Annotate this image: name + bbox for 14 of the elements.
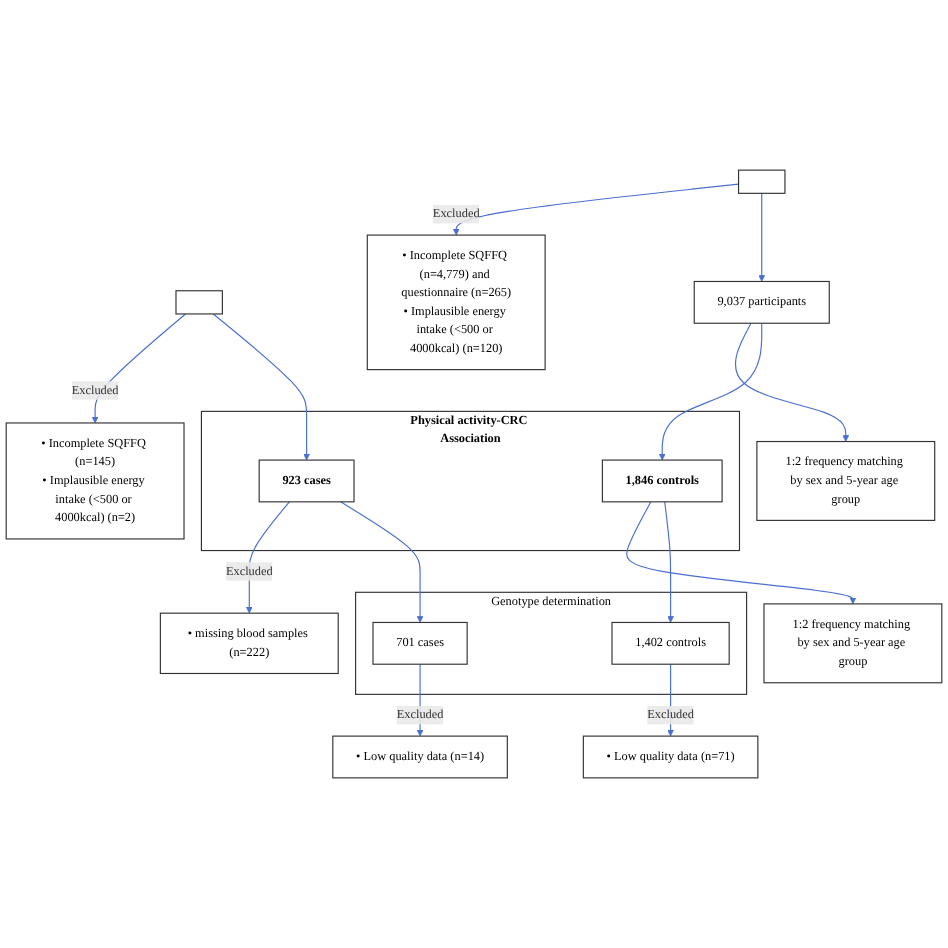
arrow (452, 183, 740, 236)
arrow (416, 663, 424, 737)
arrow (212, 313, 310, 461)
arrow (245, 501, 290, 614)
arrow (667, 663, 674, 737)
node-box (175, 290, 223, 315)
node-box (737, 169, 786, 194)
arrow (664, 501, 674, 623)
arrow (626, 501, 857, 605)
arrow (758, 192, 766, 282)
arrow (91, 313, 187, 424)
arrow (340, 501, 424, 623)
arrow (658, 322, 763, 461)
arrow (735, 322, 850, 442)
